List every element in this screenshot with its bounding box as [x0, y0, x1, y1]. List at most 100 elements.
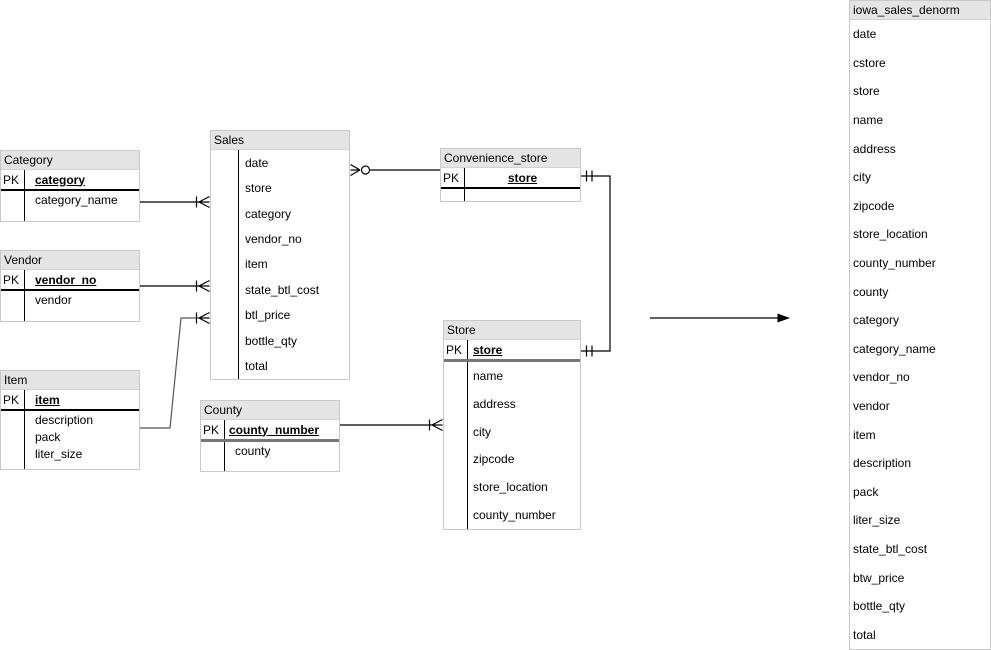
field-row: vendor: [853, 399, 890, 414]
field-list: county: [225, 442, 339, 471]
field-row: city: [853, 170, 871, 185]
field-row: btl_price: [245, 308, 291, 323]
fields-area: name address city zipcode store_location…: [444, 362, 580, 529]
pk-row: PK category: [1, 170, 139, 191]
table-title: Convenience_store: [444, 151, 548, 165]
field-row: category_name: [35, 193, 118, 207]
field-row: zipcode: [853, 198, 895, 213]
field-list: date cstore store name address city zipc…: [850, 20, 990, 649]
field-row: store_location: [853, 227, 928, 242]
table-title: Category: [4, 153, 53, 167]
fields-area: description pack liter_size: [1, 411, 139, 469]
field-list: vendor: [25, 291, 139, 321]
field-row: state_btl_cost: [853, 541, 928, 556]
field-row: county_number: [473, 508, 556, 523]
field-row: county: [235, 444, 271, 458]
pk-column-spacer: [1, 191, 25, 221]
field-row: liter_size: [853, 513, 901, 528]
table-title: Store: [447, 323, 476, 337]
field-list: [465, 189, 580, 201]
field-list: date store category vendor_no item state…: [239, 150, 349, 379]
field-row: state_btl_cost: [245, 282, 320, 297]
connector-convenience-store-store: [581, 170, 611, 357]
table-sales[interactable]: Sales date store category vendor_no item…: [210, 130, 350, 380]
pk-column-spacer: [441, 189, 465, 201]
fields-area: county: [201, 442, 339, 471]
table-title: Sales: [214, 133, 245, 147]
field-row: date: [853, 27, 877, 42]
field-row: zipcode: [473, 452, 515, 467]
fields-area: date store category vendor_no item state…: [211, 150, 349, 379]
transform-arrow-icon: [650, 313, 790, 323]
field-row: bottle_qty: [853, 599, 906, 614]
pk-badge: PK: [444, 340, 468, 359]
connector-sales-convenience-store: [350, 163, 440, 177]
field-row: category: [245, 206, 292, 221]
field-row: address: [473, 396, 516, 411]
field-list: description pack liter_size: [25, 411, 139, 469]
connector-vendor-sales: [140, 279, 210, 293]
field-row: total: [245, 359, 268, 374]
table-category-header: Category: [1, 151, 139, 170]
table-sales-header: Sales: [211, 131, 349, 150]
field-row: pack: [853, 484, 879, 499]
field-row: city: [473, 424, 491, 439]
table-convenience-store[interactable]: Convenience_store PK store: [440, 148, 581, 202]
table-title: Item: [4, 373, 28, 387]
pk-badge: PK: [1, 170, 25, 189]
field-row: description: [853, 456, 912, 471]
table-store[interactable]: Store PK store name address city zipcode…: [443, 320, 581, 530]
pk-field-name: category: [35, 172, 86, 187]
connector-category-sales: [140, 195, 210, 209]
field-row: category: [853, 313, 900, 328]
pk-field-name: vendor_no: [35, 272, 97, 287]
pk-badge: PK: [201, 420, 225, 439]
pk-row: PK vendor_no: [1, 270, 139, 291]
connector-county-store: [340, 418, 443, 432]
field-row: store_location: [473, 480, 548, 495]
pk-column-spacer: [211, 150, 239, 379]
pk-field-name: item: [35, 392, 60, 407]
field-row: cstore: [853, 55, 886, 70]
table-item-header: Item: [1, 371, 139, 390]
field-row: vendor_no: [853, 370, 910, 385]
field-row: store: [853, 84, 880, 99]
pk-badge: PK: [441, 168, 465, 187]
table-county-header: County: [201, 401, 339, 420]
field-row: address: [853, 141, 896, 156]
field-row: description: [35, 412, 94, 427]
pk-column-spacer: [201, 442, 225, 471]
table-iowa-sales-denorm[interactable]: iowa_sales_denorm date cstore store name…: [849, 0, 991, 650]
table-title: County: [204, 403, 243, 417]
pk-column-spacer: [1, 291, 25, 321]
field-row: bottle_qty: [245, 333, 298, 348]
table-vendor[interactable]: Vendor PK vendor_no vendor: [0, 250, 140, 322]
table-vendor-header: Vendor: [1, 251, 139, 270]
table-category[interactable]: Category PK category category_name: [0, 150, 140, 222]
pk-row: PK county_number: [201, 420, 339, 442]
field-list: category_name: [25, 191, 139, 221]
pk-row: PK store: [444, 340, 580, 362]
field-row: btw_price: [853, 570, 905, 585]
field-row: vendor: [35, 293, 72, 307]
table-title: iowa_sales_denorm: [853, 3, 960, 17]
table-title: Vendor: [4, 253, 43, 267]
field-row: date: [245, 155, 269, 170]
connector-item-sales: [140, 311, 210, 429]
field-row: item: [853, 427, 876, 442]
pk-badge: PK: [1, 390, 25, 409]
pk-field-name: store: [473, 342, 503, 357]
fields-area: [441, 189, 580, 201]
field-row: name: [853, 113, 884, 128]
table-county[interactable]: County PK county_number county: [200, 400, 340, 472]
table-iowa-sales-denorm-header: iowa_sales_denorm: [850, 1, 990, 20]
fields-area: vendor: [1, 291, 139, 321]
field-row: pack: [35, 429, 61, 444]
table-item[interactable]: Item PK item description pack liter_size: [0, 370, 140, 470]
pk-field-name: county_number: [229, 422, 320, 437]
pk-column-spacer: [444, 362, 468, 529]
field-row: category_name: [853, 341, 936, 356]
fields-area: category_name: [1, 191, 139, 221]
table-convenience-store-header: Convenience_store: [441, 149, 580, 168]
